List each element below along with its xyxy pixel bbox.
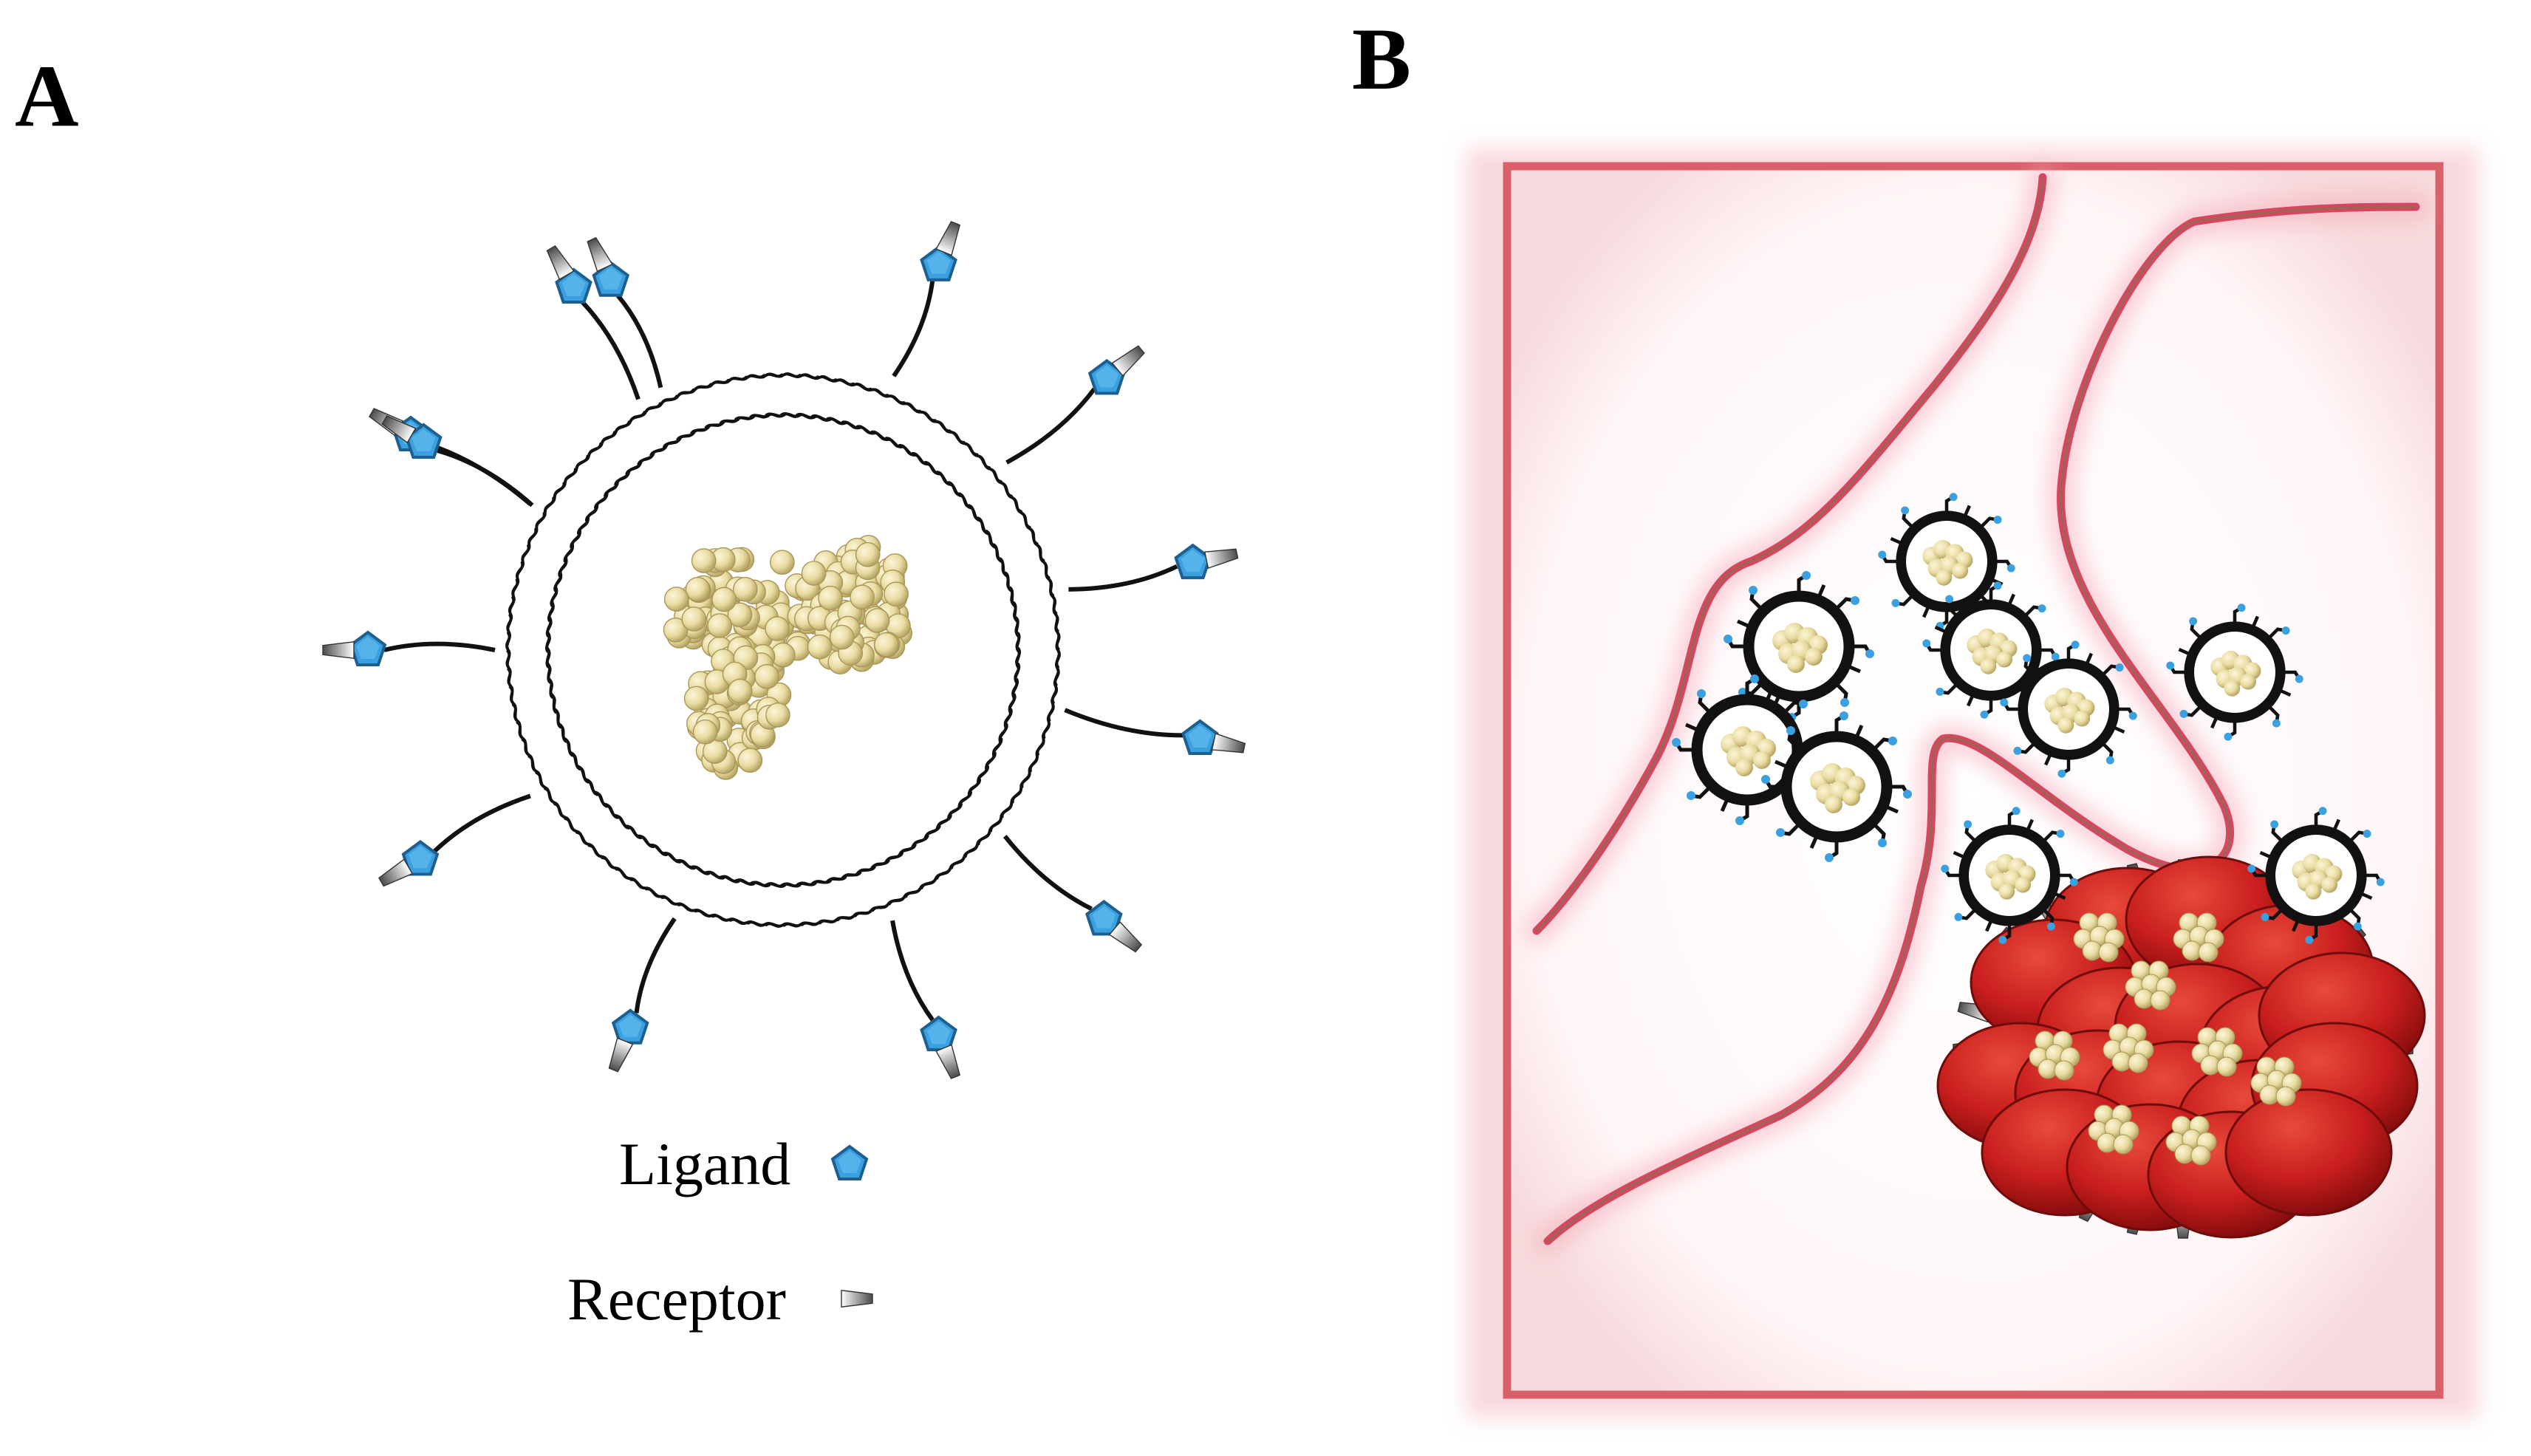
- peg-tether: [1003, 835, 1093, 911]
- peg-tether: [580, 299, 641, 400]
- tumor-cell: [2224, 1088, 2393, 1217]
- drug-particle: [864, 608, 890, 633]
- drug-particle: [765, 703, 790, 728]
- drug-particle: [801, 561, 827, 586]
- drug-particle: [874, 632, 899, 657]
- receptor-cone-icon: [935, 1044, 964, 1081]
- peg-tether: [437, 448, 534, 507]
- drug-particle: [737, 748, 763, 773]
- ligand-tethers: [322, 219, 1247, 1081]
- drug-particle: [681, 606, 707, 632]
- ligand-pentagon-icon: [831, 1145, 868, 1180]
- drug-particle: [754, 663, 779, 689]
- legend-ligand-label: Ligand: [619, 1130, 791, 1197]
- drug-particle: [818, 585, 843, 611]
- ligand-pentagon-icon: [1174, 544, 1212, 580]
- receptor-cone-icon: [1211, 733, 1247, 757]
- receptor-cone-icon: [543, 243, 575, 280]
- drug-particle: [707, 613, 733, 638]
- receptor-cone-icon: [583, 235, 613, 273]
- drug-particle: [727, 678, 753, 704]
- peg-tether: [890, 920, 935, 1022]
- peg-tether: [1064, 708, 1184, 738]
- panel-b-tumor-targeting: [1466, 148, 2479, 1418]
- panel-label-b: B: [1352, 10, 1412, 108]
- receptor-cone-icon: [376, 858, 413, 890]
- lipid-molecule: [1014, 616, 1022, 653]
- drug-particle: [807, 634, 833, 660]
- peg-tether: [615, 293, 663, 389]
- peg-tether: [892, 279, 935, 377]
- tissue-border: [1503, 162, 2444, 1399]
- drug-particle: [770, 550, 795, 575]
- panel-a-nanoparticle: [322, 219, 1247, 1308]
- peg-tether: [634, 917, 677, 1014]
- peg-tether: [1068, 564, 1178, 592]
- drug-cluster: [663, 535, 912, 780]
- tumor-cells: [1936, 855, 2426, 1239]
- legend-receptor-label: Receptor: [567, 1265, 786, 1333]
- drug-particle: [692, 719, 718, 745]
- ligand-pentagon-icon: [349, 631, 386, 666]
- drug-particle: [711, 587, 737, 612]
- drug-particle: [663, 587, 689, 612]
- receptor-cone-icon: [1204, 544, 1240, 569]
- blood-vessel: [1523, 164, 2429, 1254]
- drug-particle: [733, 576, 758, 602]
- peg-tether: [383, 641, 496, 652]
- drug-particle: [884, 581, 909, 607]
- drug-particle: [685, 576, 711, 602]
- drug-particle: [683, 686, 709, 711]
- receptor-cone-icon: [935, 219, 964, 256]
- drug-particle: [765, 616, 790, 641]
- receptor-cone-icon: [841, 1290, 873, 1308]
- peg-tether: [432, 793, 531, 853]
- drug-particle: [691, 548, 717, 573]
- receptor-cone-icon: [322, 640, 355, 660]
- drug-particle: [829, 624, 855, 650]
- panel-label-a: A: [15, 47, 79, 145]
- receptor-cone-icon: [605, 1037, 634, 1074]
- drug-particle: [855, 541, 881, 567]
- peg-tether: [1005, 387, 1096, 465]
- drug-particle: [850, 584, 875, 610]
